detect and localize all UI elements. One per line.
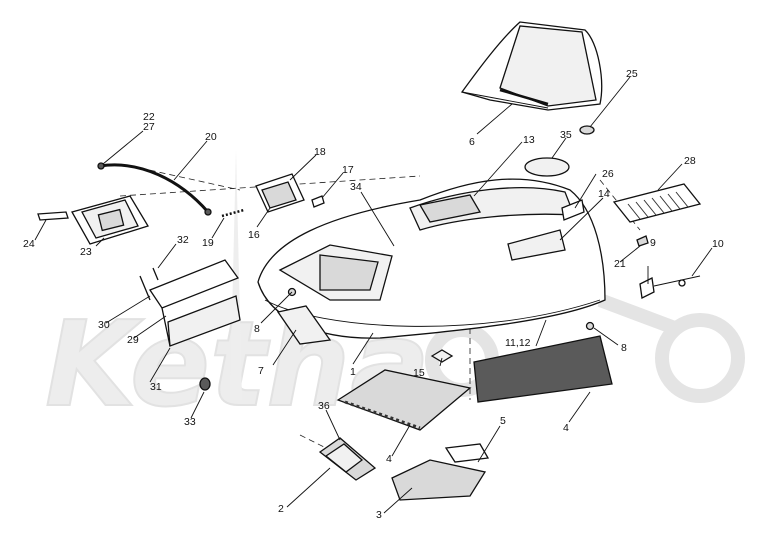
callout-1: 1	[350, 366, 356, 378]
callout-21: 21	[614, 258, 626, 270]
callout-13: 13	[523, 134, 535, 146]
callout-35: 35	[560, 129, 572, 141]
callout-27: 27	[143, 121, 155, 133]
callout-25: 25	[626, 68, 638, 80]
callout-29: 29	[127, 334, 139, 346]
callout-11-12: 11,12	[505, 337, 531, 349]
callout-26: 26	[602, 168, 614, 180]
callout-28: 28	[684, 155, 696, 167]
callout-3: 3	[376, 509, 382, 521]
callout-32: 32	[177, 234, 189, 246]
callout-23: 23	[80, 246, 92, 258]
callout-4-right: 4	[563, 422, 569, 434]
callout-2: 2	[278, 503, 284, 515]
callout-16: 16	[248, 229, 260, 241]
callout-4-left: 4	[386, 453, 392, 465]
hood-part	[257, 178, 606, 339]
callout-9: 9	[650, 237, 656, 249]
callout-7: 7	[258, 365, 264, 377]
windshield-part	[460, 21, 603, 111]
side-vent-grille-part	[612, 183, 702, 223]
callout-34: 34	[350, 181, 362, 193]
clip-part	[636, 235, 649, 247]
callout-33: 33	[184, 416, 196, 428]
bracket-part	[561, 199, 585, 221]
callout-18: 18	[314, 146, 326, 158]
callout-31: 31	[150, 381, 162, 393]
dash-bracket-part	[139, 259, 241, 391]
foam-pad-left-part	[336, 369, 472, 431]
foam-pad-right-part	[473, 335, 613, 403]
duct-left-part	[318, 437, 377, 481]
callout-10: 10	[712, 238, 724, 250]
latch-part	[639, 275, 701, 299]
callout-14: 14	[598, 188, 610, 200]
decal-disc-part	[524, 157, 570, 177]
callout-30: 30	[98, 319, 110, 331]
trim-strip-part	[276, 305, 332, 345]
grommet-part	[579, 125, 595, 135]
callout-19: 19	[202, 237, 214, 249]
callout-8-right: 8	[621, 342, 627, 354]
callout-22: 22	[143, 111, 155, 123]
callout-8-left: 8	[254, 323, 260, 335]
leader-lines	[34, 76, 713, 514]
dome-part	[430, 349, 454, 363]
gauge-cluster-part	[37, 195, 149, 245]
mount-bracket-part	[221, 173, 325, 218]
callout-5: 5	[500, 415, 506, 427]
callout-20: 20	[205, 131, 217, 143]
speedo-cable-part	[97, 162, 212, 216]
callout-36: 36	[318, 400, 330, 412]
callout-6: 6	[469, 136, 475, 148]
duct-right-part	[391, 443, 490, 501]
callout-17: 17	[342, 164, 354, 176]
callout-labels: 1 2 3 4 4 5 6 7 8 8 9 10 11,12 13 14 15 …	[23, 68, 724, 521]
callout-24: 24	[23, 238, 35, 250]
callout-15: 15	[413, 367, 425, 379]
